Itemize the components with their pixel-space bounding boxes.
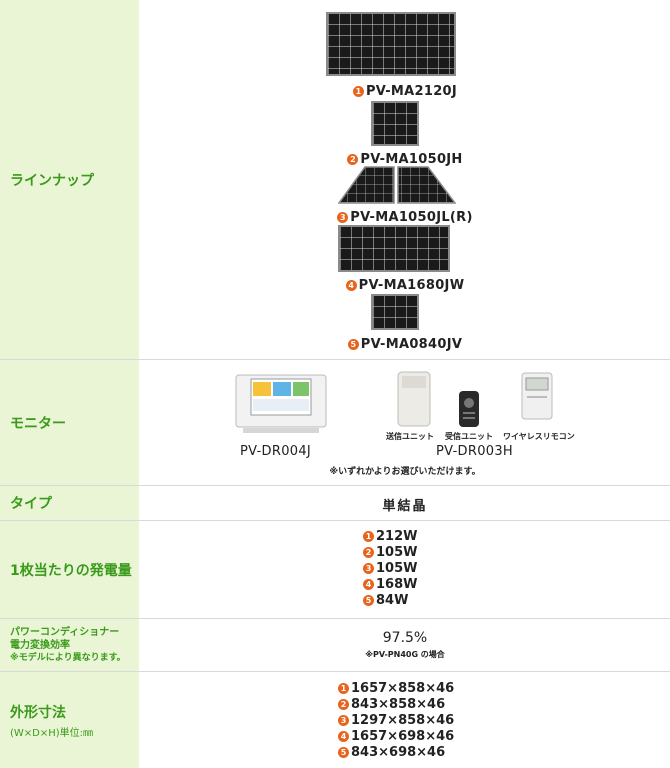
lineup-label: ラインナップ <box>10 172 94 189</box>
monitor-model-b: PV-DR003H <box>436 444 513 459</box>
number-badge-2: 2 <box>363 547 374 558</box>
power-value: 84W <box>376 593 409 608</box>
number-badge-3: 3 <box>338 715 349 726</box>
dimensions-label: 外形寸法 <box>10 704 66 721</box>
number-badge-1: 1 <box>363 531 374 542</box>
monitor-model-a: PV-DR004J <box>240 444 312 459</box>
dimension-value: 1657×698×46 <box>351 729 455 744</box>
efficiency-label-cell: パワーコンディショナー 電力変換効率 ※モデルにより異なります。 <box>0 619 140 671</box>
number-badge-4: 4 <box>338 731 349 742</box>
caption-receiver: 受信ユニット <box>445 432 493 441</box>
power-value: 168W <box>376 577 418 592</box>
dimension-value: 1657×858×46 <box>351 681 455 696</box>
solar-panel-image-5 <box>371 294 419 330</box>
number-badge-3: 3 <box>363 563 374 574</box>
solar-panel-image-3 <box>338 166 456 204</box>
number-badge-5: 5 <box>338 747 349 758</box>
monitor-note: ※いずれかよりお選びいただけます。 <box>329 467 481 477</box>
solar-panel-image-1 <box>326 12 456 76</box>
power-value: 105W <box>376 545 418 560</box>
dimensions-unit: (W×D×H)単位:㎜ <box>10 727 94 739</box>
monitor-label: モニター <box>10 415 66 432</box>
solar-panel-image-4 <box>338 225 450 272</box>
type-label: タイプ <box>10 496 52 512</box>
type-value: 単結晶 <box>382 499 428 514</box>
receiver-unit-image <box>459 391 479 427</box>
power-label-cell: 1枚当たりの発電量 <box>0 521 140 618</box>
efficiency-label-line2: 電力変換効率 <box>10 639 70 651</box>
row-efficiency: パワーコンディショナー 電力変換効率 ※モデルにより異なります。 97.5% ※… <box>0 619 670 672</box>
model-name-3: PV-MA1050JL(R) <box>350 210 473 225</box>
number-badge-5: 5 <box>347 339 359 350</box>
model-name-4: PV-MA1680JW <box>358 278 465 293</box>
number-badge-5: 5 <box>363 595 374 606</box>
power-value: 212W <box>376 529 418 544</box>
number-badge-4: 4 <box>363 579 374 590</box>
type-label-cell: タイプ <box>0 486 140 520</box>
number-badge-2: 2 <box>338 699 349 710</box>
transmitter-unit-image <box>397 371 431 427</box>
number-badge-1: 1 <box>338 683 349 694</box>
monitor-label-cell: モニター <box>0 360 140 485</box>
model-name-1: PV-MA2120J <box>365 84 458 99</box>
dimension-value: 843×698×46 <box>351 745 446 760</box>
number-badge-3: 3 <box>337 212 349 223</box>
lineup-label-cell: ラインナップ <box>0 0 140 359</box>
efficiency-label-line1: パワーコンディショナー <box>10 626 120 638</box>
efficiency-note: ※PV-PN40G の場合 <box>365 650 445 659</box>
model-name-2: PV-MA1050JH <box>360 152 463 167</box>
row-monitor: モニター <box>0 360 670 486</box>
number-badge-1: 1 <box>352 86 364 97</box>
caption-wireless-remote: ワイヤレスリモコン <box>503 432 575 441</box>
monitor-device-image <box>235 374 327 433</box>
efficiency-label-line3: ※モデルにより異なります。 <box>10 652 126 663</box>
type-content: 単結晶 <box>140 486 670 520</box>
wireless-remote-image <box>521 372 553 420</box>
dimensions-label-cell: 外形寸法 (W×D×H)単位:㎜ <box>0 672 140 768</box>
monitor-content: 送信ユニット 受信ユニット ワイヤレスリモコン PV-DR004J PV-DR0… <box>140 360 670 485</box>
power-label: 1枚当たりの発電量 <box>10 562 132 579</box>
dimension-value: 1297×858×46 <box>351 713 455 728</box>
row-type: タイプ 単結晶 <box>0 486 670 521</box>
efficiency-value: 97.5% <box>382 630 428 646</box>
model-name-5: PV-MA0840JV <box>360 337 463 352</box>
efficiency-content: 97.5% ※PV-PN40G の場合 <box>140 619 670 671</box>
dimension-value: 843×858×46 <box>351 697 446 712</box>
power-value: 105W <box>376 561 418 576</box>
solar-panel-image-2 <box>371 101 419 146</box>
number-badge-4: 4 <box>345 280 357 291</box>
number-badge-2: 2 <box>347 154 359 165</box>
caption-transmitter: 送信ユニット <box>386 432 434 441</box>
